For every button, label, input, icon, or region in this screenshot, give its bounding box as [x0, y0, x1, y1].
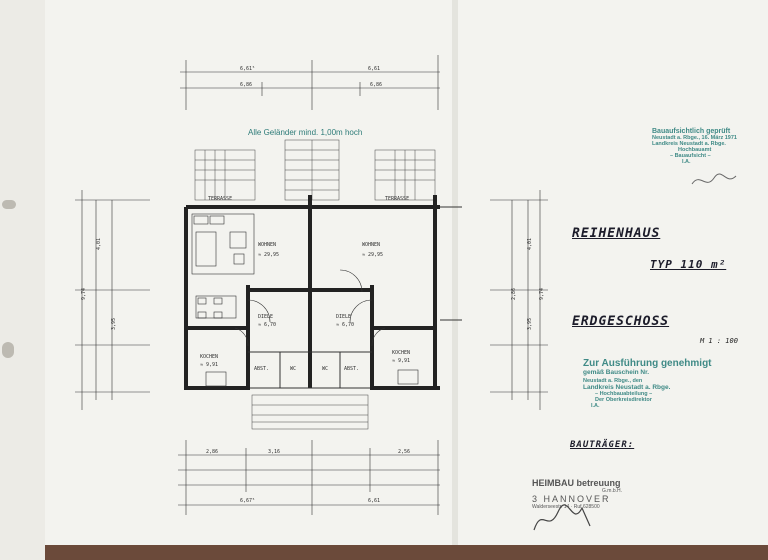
punch-hole-top	[2, 200, 16, 209]
dim-bottom-4: 3,16	[268, 449, 281, 455]
room-area-kochen-right: ≈ 9,91	[392, 358, 411, 364]
svg-text:2,86: 2,86	[511, 288, 517, 300]
stamp-top-line5: – Bauaufsicht –	[670, 153, 711, 159]
approval-stamp-top: Bauaufsichtlich geprüft Neustadt a. Rbge…	[652, 128, 762, 165]
stamp-mid-line4: Landkreis Neustadt a. Rbge.	[583, 384, 671, 391]
company-stamp: HEIMBAU betreuung G.m.b.H. 3 HANNOVER Wa…	[532, 478, 662, 510]
room-area-kochen-left: ≈ 9,91	[200, 362, 219, 368]
room-label-kochen-right: KOCHEN	[392, 350, 411, 356]
room-label-wc-left: WC	[290, 366, 297, 372]
room-label-diele-right: DIELE	[336, 314, 352, 320]
stamp-mid-line1: Zur Ausführung genehmigt	[583, 358, 712, 369]
dimension-lines-right	[490, 190, 548, 410]
interior-lines	[248, 206, 462, 389]
walls	[184, 195, 440, 390]
room-label-abst-right: ABST.	[344, 366, 360, 372]
entrance-steps	[251, 394, 369, 430]
stamp-mid-line3: Neustadt a. Rbge., den	[583, 378, 643, 384]
svg-text:9,74: 9,74	[539, 288, 545, 300]
room-area-diele-right: ≈ 6,70	[336, 322, 355, 328]
terrace-right	[374, 149, 436, 201]
stamp-mid-line2: gemäß Bauschein Nr.	[583, 369, 650, 376]
stamp-top-line3: Landkreis Neustadt a. Rbge.	[652, 141, 726, 147]
stamp-mid-line7: I.A.	[591, 403, 600, 409]
room-label-wohnen-left: WOHNEN	[258, 242, 277, 248]
dim-bottom-2: 6,61	[368, 498, 381, 504]
svg-text:4,01: 4,01	[527, 238, 533, 250]
terrace-label-left: TERRASSE	[208, 196, 233, 202]
dimension-ticks-right: 4,01 3,95 2,86 9,74	[511, 238, 545, 330]
stamp-mid-line6: Der Oberkreisdirektor	[595, 397, 652, 403]
paper-panel-left	[0, 0, 45, 560]
stamp-top-line1: Bauaufsichtlich geprüft	[652, 128, 731, 135]
room-label-wc-right: WC	[322, 366, 329, 372]
dimension-ticks-left: 9,74 4,01 3,95	[81, 238, 117, 330]
approval-stamp-mid: Zur Ausführung genehmigt gemäß Bauschein…	[583, 358, 758, 409]
svg-text:4,01: 4,01	[96, 238, 102, 250]
punch-hole-bottom	[2, 342, 14, 358]
dim-bottom-3: 2,86	[206, 449, 219, 455]
room-area-wohnen-right: ≈ 29,95	[362, 252, 384, 258]
terrace-left	[194, 149, 256, 201]
furniture	[191, 213, 419, 387]
title-type: TYP 110 m²	[650, 258, 727, 271]
room-label-kochen-left: KOCHEN	[200, 354, 219, 360]
signature-top	[691, 173, 737, 185]
door-swings	[234, 269, 386, 347]
svg-text:3,95: 3,95	[527, 318, 533, 330]
bautraeger-label: BAUTRÄGER:	[570, 440, 635, 450]
dim-top-2: 6,61	[368, 66, 381, 72]
exterior-stairs	[284, 139, 340, 201]
dim-bottom-5: 2,56	[398, 449, 411, 455]
signature-bottom	[533, 504, 591, 531]
dim-top-3: 6,86	[240, 82, 253, 88]
company-line3: 3 HANNOVER	[532, 494, 611, 504]
dimension-lines-top	[180, 55, 440, 110]
dimension-lines-left	[75, 190, 150, 410]
dim-bottom-1: 6,67⁵	[240, 498, 256, 504]
title-scale: M 1 : 100	[700, 337, 738, 345]
paper-fold-shadow	[452, 0, 458, 545]
dim-top-1: 6,61⁵	[240, 66, 256, 72]
room-area-diele-left: ≈ 6,70	[258, 322, 277, 328]
room-label-diele-left: DIELE	[258, 314, 274, 320]
company-line1: HEIMBAU betreuung	[532, 478, 621, 488]
stamp-top-line4: Hochbauamt	[678, 147, 712, 153]
stamp-top-line6: I.A.	[682, 159, 691, 165]
title-house: REIHENHAUS	[572, 226, 661, 241]
paper-panel-main	[45, 0, 768, 545]
railing-note: Alle Geländer mind. 1,00m hoch	[248, 128, 363, 137]
stamp-mid-line5: – Hochbauabteilung –	[595, 391, 653, 397]
title-floor: ERDGESCHOSS	[572, 314, 670, 329]
room-label-wohnen-right: WOHNEN	[362, 242, 381, 248]
room-area-wohnen-left: ≈ 29,95	[258, 252, 280, 258]
room-label-abst-left: ABST.	[254, 366, 270, 372]
dimension-lines-bottom	[178, 440, 440, 515]
company-line4: Walderseestr. 14 · Ruf 628500	[532, 504, 600, 510]
svg-text:9,74: 9,74	[81, 288, 87, 300]
dim-top-4: 6,86	[370, 82, 383, 88]
company-line2: G.m.b.H.	[602, 488, 623, 494]
svg-text:3,95: 3,95	[111, 318, 117, 330]
terrace-label-right: TERRASSE	[385, 196, 410, 202]
stamp-top-line2: Neustadt a. Rbge., 16. März 1971	[652, 135, 737, 141]
